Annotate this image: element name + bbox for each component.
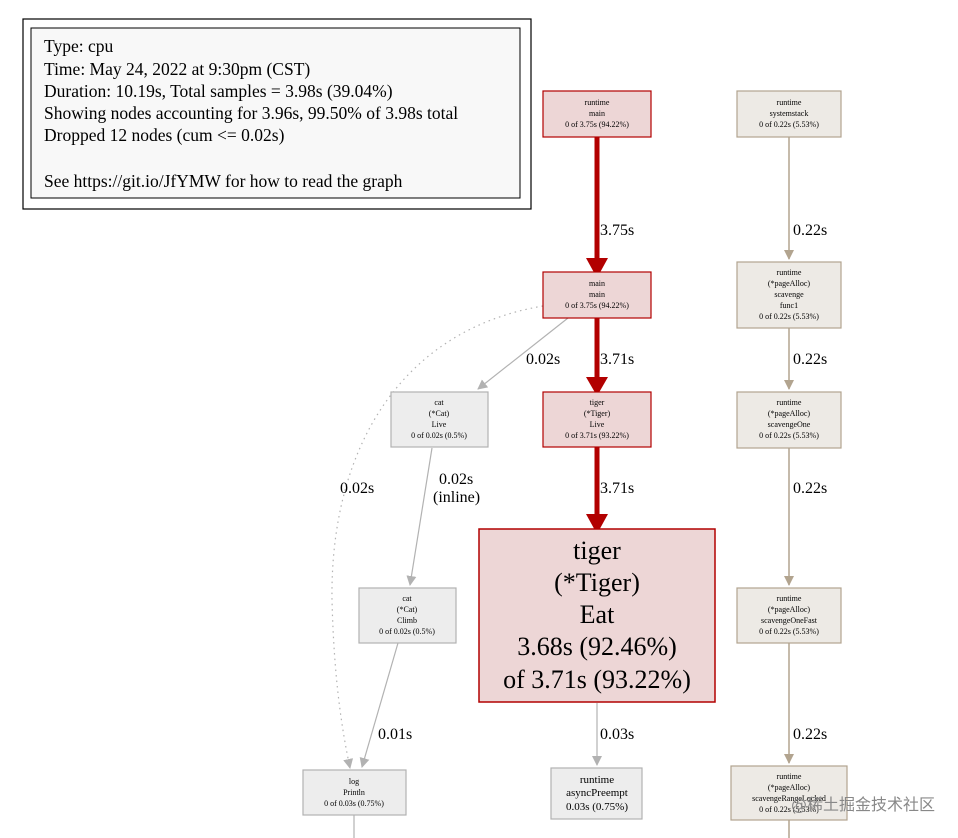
- edge-label: 0.22s: [793, 351, 827, 368]
- node-label: scavengeOneFast: [761, 616, 818, 625]
- node-main-main[interactable]: main main 0 of 3.75s (94.22%): [542, 271, 652, 319]
- node-cat-live[interactable]: cat (*Cat) Live 0 of 0.02s (0.5%): [390, 391, 489, 448]
- node-label: cat: [402, 594, 412, 603]
- node-label: tiger: [573, 536, 621, 565]
- node-label: (*Cat): [397, 605, 418, 614]
- watermark-text: @稀土掘金技术社区: [791, 795, 935, 814]
- edge-label: 0.02s: [340, 480, 374, 497]
- edge-main-to-cat-live[interactable]: [477, 317, 569, 390]
- node-label: runtime: [777, 594, 802, 603]
- node-runtime-main[interactable]: runtime main 0 of 3.75s (94.22%): [542, 90, 652, 138]
- node-label: 0 of 0.22s (5.53%): [759, 627, 819, 636]
- node-label: Live: [590, 420, 605, 429]
- node-label: main: [589, 109, 605, 118]
- node-label: tiger: [590, 398, 605, 407]
- edge-label: 3.71s: [600, 351, 634, 368]
- node-label: 0 of 3.75s (94.22%): [565, 301, 629, 310]
- node-label: cat: [434, 398, 444, 407]
- node-log-println[interactable]: log Println 0 of 0.03s (0.75%): [302, 769, 407, 816]
- node-label: (*pageAlloc): [768, 783, 811, 792]
- edge-label: 3.71s: [600, 480, 634, 497]
- node-label: runtime: [777, 398, 802, 407]
- node-label: 0 of 0.02s (0.5%): [411, 431, 467, 440]
- edge-label: 0.03s: [600, 726, 634, 743]
- node-label: scavengeOne: [768, 420, 811, 429]
- edge-label: 0.02s: [526, 351, 560, 368]
- node-tiger-eat[interactable]: tiger (*Tiger) Eat 3.68s (92.46%) of 3.7…: [478, 528, 716, 703]
- node-label: runtime: [777, 98, 802, 107]
- edge-cat-live-to-climb[interactable]: [406, 447, 433, 586]
- node-label: scavenge: [774, 290, 804, 299]
- edge-arrowhead: [586, 258, 608, 278]
- node-label: (*pageAlloc): [768, 605, 811, 614]
- legend-line: Showing nodes accounting for 3.96s, 99.5…: [44, 103, 458, 123]
- legend-line: See https://git.io/JfYMW for how to read…: [44, 171, 403, 191]
- node-label: 0 of 3.71s (93.22%): [565, 431, 629, 440]
- edge-arrowhead: [586, 377, 608, 396]
- legend-line: Time: May 24, 2022 at 9:30pm (CST): [44, 59, 310, 79]
- node-label: Live: [432, 420, 447, 429]
- edge-label: 3.75s: [600, 222, 634, 239]
- edge-arrowhead: [586, 514, 608, 534]
- node-label: asyncPreempt: [566, 787, 628, 799]
- edge-label: 0.22s: [793, 222, 827, 239]
- node-cat-climb[interactable]: cat (*Cat) Climb 0 of 0.02s (0.5%): [358, 587, 457, 644]
- edge-label-note: (inline): [433, 489, 480, 506]
- edge-label: 0.22s: [793, 480, 827, 497]
- node-label: 3.68s (92.46%): [517, 632, 677, 661]
- node-label: Println: [343, 788, 365, 797]
- node-label: 0.03s (0.75%): [566, 801, 628, 813]
- node-tiger-live[interactable]: tiger (*Tiger) Live 0 of 3.71s (93.22%): [542, 391, 652, 448]
- nodes: runtime main 0 of 3.75s (94.22%) main ma…: [302, 90, 848, 821]
- node-label: main: [589, 279, 605, 288]
- node-label: 0 of 0.22s (5.53%): [759, 431, 819, 440]
- node-runtime-scavengerangelocked[interactable]: runtime (*pageAlloc) scavengeRangeLocked…: [730, 765, 848, 821]
- node-label: 0 of 0.22s (5.53%): [759, 805, 819, 814]
- node-runtime-asyncpreempt[interactable]: runtime asyncPreempt 0.03s (0.75%): [550, 767, 643, 820]
- edges: 3.75s 3.71s 0.02s 0.02s 0.02s (inline) 3…: [331, 137, 827, 838]
- node-label: runtime: [777, 268, 802, 277]
- node-runtime-scavengeonefast[interactable]: runtime (*pageAlloc) scavengeOneFast 0 o…: [736, 587, 842, 644]
- legend-box: Type: cpu Time: May 24, 2022 at 9:30pm (…: [22, 18, 532, 210]
- edge-main-to-log[interactable]: [331, 305, 544, 769]
- legend-line: Dropped 12 nodes (cum <= 0.02s): [44, 125, 285, 145]
- node-label: 0 of 0.02s (0.5%): [379, 627, 435, 636]
- node-label: Climb: [397, 616, 417, 625]
- node-runtime-systemstack[interactable]: runtime systemstack 0 of 0.22s (5.53%): [736, 90, 842, 138]
- legend-line: Duration: 10.19s, Total samples = 3.98s …: [44, 81, 393, 101]
- node-label: (*Tiger): [554, 568, 640, 597]
- node-label: (*Cat): [429, 409, 450, 418]
- node-label: of 3.71s (93.22%): [503, 665, 691, 694]
- node-label: func1: [780, 301, 798, 310]
- edge-label: 0.01s: [378, 726, 412, 743]
- node-label: 0 of 0.22s (5.53%): [759, 120, 819, 129]
- node-label: 0 of 3.75s (94.22%): [565, 120, 629, 129]
- node-label: (*pageAlloc): [768, 279, 811, 288]
- node-label: scavengeRangeLocked: [752, 794, 826, 803]
- edge-label: 0.02s: [439, 471, 473, 488]
- node-label: log: [349, 777, 359, 786]
- node-label: main: [589, 290, 605, 299]
- node-label: Eat: [580, 600, 615, 629]
- node-label: runtime: [580, 774, 614, 786]
- node-runtime-scavenge-func1[interactable]: runtime (*pageAlloc) scavenge func1 0 of…: [736, 261, 842, 329]
- node-label: systemstack: [770, 109, 809, 118]
- legend-line: Type: cpu: [44, 36, 113, 56]
- edge-label: 0.22s: [793, 726, 827, 743]
- edge-climb-to-log[interactable]: [359, 642, 399, 768]
- node-label: (*Tiger): [584, 409, 611, 418]
- node-label: 0 of 0.03s (0.75%): [324, 799, 384, 808]
- node-label: runtime: [777, 772, 802, 781]
- node-label: (*pageAlloc): [768, 409, 811, 418]
- node-label: 0 of 0.22s (5.53%): [759, 312, 819, 321]
- node-label: runtime: [585, 98, 610, 107]
- node-runtime-scavengeone[interactable]: runtime (*pageAlloc) scavengeOne 0 of 0.…: [736, 391, 842, 449]
